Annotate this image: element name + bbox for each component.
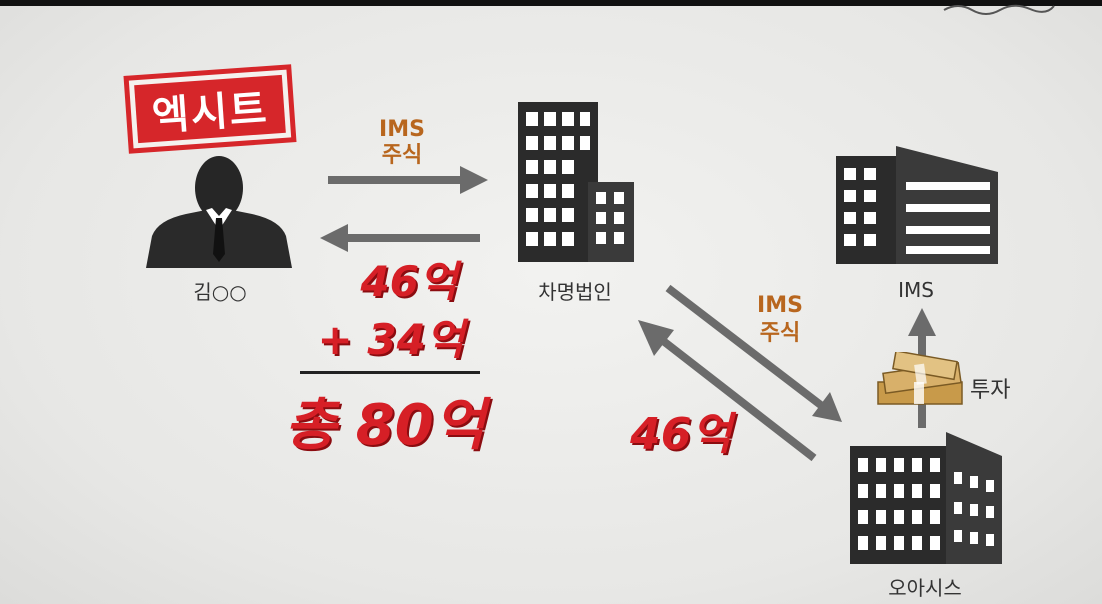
ims-stock-label-diag-line2: 주식 [759,321,801,346]
amount-oasis-to-center: 46억 [630,409,732,460]
person-label: 김○○ [193,280,247,304]
center-building-icon [518,102,634,262]
ims-stock-label-top-line2: 주식 [381,143,423,168]
amount-total: 총 80억 [284,393,486,458]
invest-label: 투자 [970,378,1011,403]
person-icon [146,156,292,268]
money-stack-icon [877,352,963,405]
ims-building-icon [836,146,998,264]
top-bar [0,0,1102,6]
arrow-oasis-to-center [638,320,817,462]
oasis-building-icon [850,432,1002,564]
arrow-person-to-center [328,166,488,194]
arrow-center-to-oasis [665,284,842,422]
ims-stock-label-top-line1: IMS [379,117,425,142]
ims-stock-label-diag-line1: IMS [757,293,803,318]
watermark-logo [943,4,1055,15]
amount-first: 46억 [360,257,458,306]
arrow-center-to-person [320,224,480,252]
sum-divider [300,371,480,374]
oasis-building-label: 오아시스 [888,576,962,600]
center-building-label: 차명법인 [538,280,612,304]
amount-second: + 34억 [317,315,465,364]
ims-building-label: IMS [898,278,934,302]
